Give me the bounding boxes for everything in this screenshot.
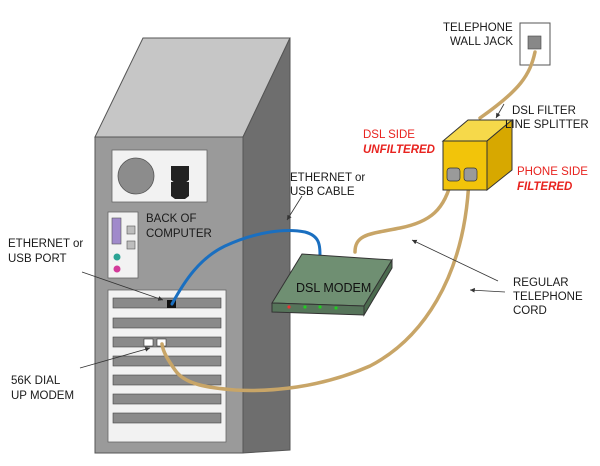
usb-port-icon	[126, 240, 136, 250]
label-back-of-computer-1: BACK OF	[146, 213, 196, 225]
label-dialup-modem-1: 56K DIAL	[11, 375, 61, 387]
modem-led-icon	[334, 306, 338, 310]
ethernet-cable	[170, 229, 322, 306]
arrow-ethernet-port	[81, 271, 164, 301]
arrow-cord-upper	[411, 239, 499, 282]
wall-to-splitter-cord	[478, 50, 537, 120]
label-ethernet-port-2: USB PORT	[8, 253, 67, 265]
dsl-modem: DSL MODEM	[271, 253, 393, 317]
arrow-filter	[495, 103, 505, 119]
splitter-dsl-jack-icon	[446, 167, 461, 182]
splitter-to-dialup-cord	[160, 176, 471, 393]
label-dsl-filter-1: DSL FILTER	[512, 105, 576, 117]
expansion-slot	[112, 374, 222, 386]
power-outlet-icon	[171, 182, 189, 199]
arrow-cord-lower	[469, 287, 506, 293]
power-supply-fan-icon	[117, 157, 155, 195]
label-filtered: FILTERED	[517, 181, 572, 193]
wall-jack-socket-icon	[527, 35, 542, 50]
splitter-phone-jack-icon	[463, 167, 478, 182]
ps2-ports-icon	[111, 217, 122, 245]
modem-led-icon	[287, 305, 291, 309]
arrow-dialup-modem	[79, 347, 151, 369]
splitter-to-modem-cord	[353, 176, 454, 254]
power-socket-icon	[171, 166, 189, 183]
audio-jacks-icon	[113, 265, 121, 273]
arrow-ethernet-cable	[286, 195, 303, 221]
computer-tower	[94, 37, 291, 454]
modem-led-icon	[303, 305, 307, 309]
label-unfiltered: UNFILTERED	[363, 144, 435, 156]
label-regular-cord-2: TELEPHONE	[513, 291, 583, 303]
label-back-of-computer-2: COMPUTER	[146, 228, 212, 240]
modem-led-icon	[318, 305, 322, 309]
usb-port-icon	[126, 225, 136, 235]
label-telephone-wall-jack-1: TELEPHONE	[443, 22, 513, 34]
label-regular-cord-1: REGULAR	[513, 277, 569, 289]
expansion-slot	[112, 317, 222, 329]
modular-jack-icon	[143, 338, 154, 347]
audio-jacks-icon	[113, 253, 121, 261]
expansion-slot	[112, 393, 222, 405]
dsl-modem-label: DSL MODEM	[296, 281, 371, 295]
label-regular-cord-3: CORD	[513, 305, 547, 317]
label-ethernet-cable-2: USB CABLE	[290, 186, 355, 198]
label-dsl-side: DSL SIDE	[363, 129, 415, 141]
label-phone-side: PHONE SIDE	[517, 166, 588, 178]
label-ethernet-cable-1: ETHERNET or	[290, 172, 365, 184]
dsl-filter-splitter	[441, 118, 514, 192]
label-ethernet-port-1: ETHERNET or	[8, 238, 83, 250]
label-dsl-filter-2: LINE SPLITTER	[505, 119, 589, 131]
expansion-slot	[112, 412, 222, 424]
label-telephone-wall-jack-2: WALL JACK	[450, 36, 513, 48]
label-dialup-modem-2: UP MODEM	[11, 390, 74, 402]
expansion-slot	[112, 336, 222, 348]
